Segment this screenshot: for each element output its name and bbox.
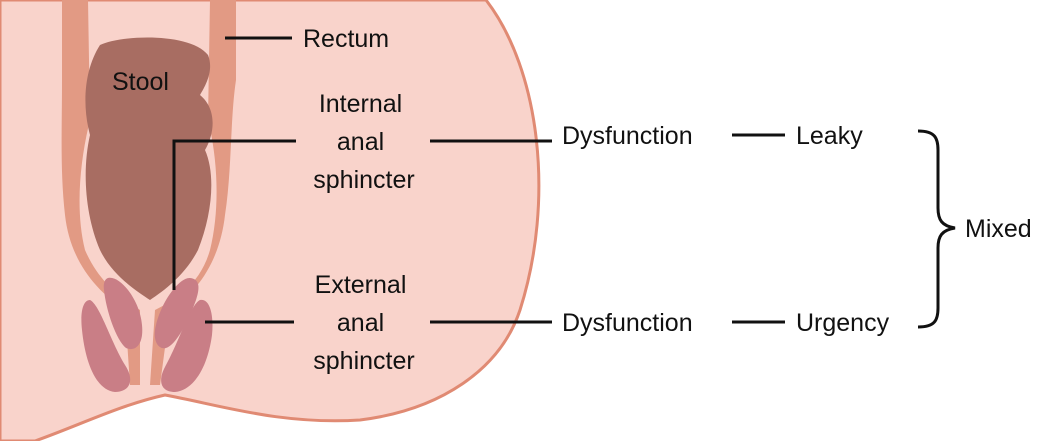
urgency-label: Urgency (796, 309, 890, 337)
mixed-label: Mixed (965, 215, 1032, 243)
mixed-brace (918, 131, 955, 327)
dysfunction-label-top: Dysfunction (562, 122, 693, 150)
dysfunction-label-bottom: Dysfunction (562, 309, 693, 337)
stool-label: Stool (112, 68, 169, 96)
rectum-label: Rectum (303, 25, 389, 53)
leaky-label: Leaky (796, 122, 863, 150)
